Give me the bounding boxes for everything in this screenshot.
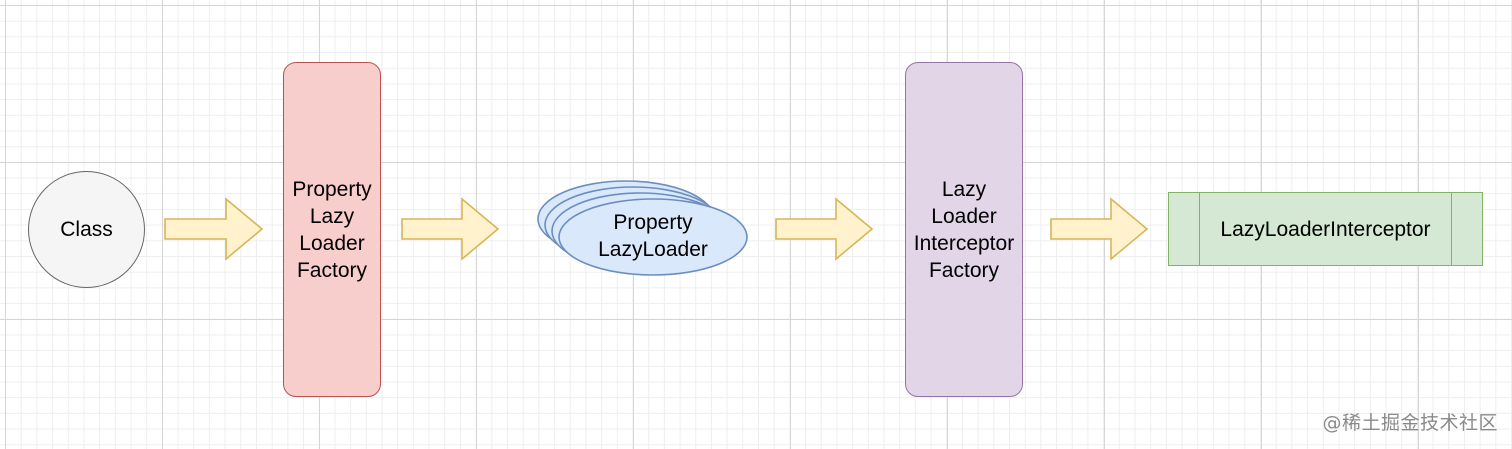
process-bar-left xyxy=(1199,193,1200,265)
property-lazyloader-stack xyxy=(537,180,748,276)
arrow-interceptor-factory-to-interceptor xyxy=(1050,197,1149,261)
property-lazyloader-node[interactable]: Property LazyLoader xyxy=(560,196,746,276)
lazy-loader-interceptor-factory-label: Lazy Loader Interceptor Factory xyxy=(913,177,1015,282)
arrow-lazyloader-to-interceptor-factory xyxy=(775,197,874,261)
lazy-loader-interceptor-node[interactable]: LazyLoaderInterceptor xyxy=(1168,192,1483,266)
flow-arrows xyxy=(164,197,1149,261)
class-node[interactable]: Class xyxy=(28,171,145,288)
class-node-label: Class xyxy=(60,218,113,241)
lazy-loader-interceptor-label: LazyLoaderInterceptor xyxy=(1220,217,1431,241)
lazy-loader-interceptor-factory-node[interactable]: Lazy Loader Interceptor Factory xyxy=(905,62,1023,397)
stack-ellipse-front xyxy=(558,198,748,276)
property-lazy-loader-factory-label: Property Lazy Loader Factory xyxy=(292,177,372,282)
property-lazyloader-label: Property LazyLoader xyxy=(598,211,708,261)
process-bar-right xyxy=(1451,193,1452,265)
arrow-class-to-factory xyxy=(164,197,264,261)
property-lazy-loader-factory-node[interactable]: Property Lazy Loader Factory xyxy=(283,62,381,397)
watermark: @稀土掘金技术社区 xyxy=(1322,412,1498,434)
arrow-factory-to-lazyloader xyxy=(401,197,500,261)
